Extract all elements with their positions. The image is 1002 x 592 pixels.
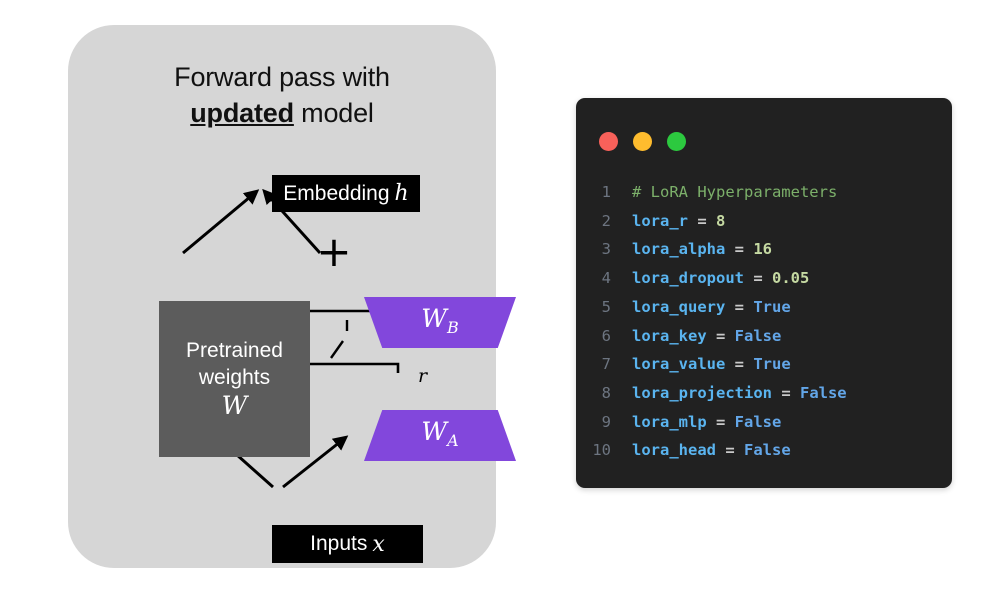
code-token-operator: = bbox=[716, 441, 744, 460]
code-token-identifier: lora_query bbox=[632, 297, 726, 316]
code-line[interactable]: 6 lora_key = False bbox=[576, 322, 952, 351]
code-token-boolean: False bbox=[734, 326, 782, 345]
plus-sign: + bbox=[316, 227, 352, 276]
code-line-text: lora_head = False bbox=[632, 436, 791, 465]
code-listing[interactable]: 1 # LoRA Hyperparameters 2 lora_r = 8 3 lora_… bbox=[576, 178, 952, 465]
code-token-boolean: True bbox=[753, 297, 791, 316]
code-token-boolean: True bbox=[753, 355, 791, 374]
rank-bracket-lower bbox=[294, 362, 400, 373]
inputs-variable: x bbox=[372, 531, 385, 557]
code-line[interactable]: 8 lora_projection = False bbox=[576, 379, 952, 408]
code-token-identifier: lora_key bbox=[632, 326, 707, 345]
window-titlebar bbox=[599, 132, 686, 151]
code-line-text: lora_value = True bbox=[632, 350, 791, 379]
diagram-title: Forward pass with updated model bbox=[68, 59, 496, 131]
adapter-matrix-a-label: WA bbox=[421, 419, 458, 453]
line-number: 2 bbox=[601, 211, 611, 230]
inputs-box: Inputs x bbox=[272, 525, 423, 563]
code-line-text: lora_alpha = 16 bbox=[632, 235, 772, 264]
adapter-matrix-b-label: WB bbox=[421, 306, 458, 340]
code-line[interactable]: 9 lora_mlp = False bbox=[576, 408, 952, 437]
close-window-icon[interactable] bbox=[599, 132, 618, 151]
pretrained-line1: Pretrained bbox=[186, 339, 283, 362]
adapter-a-sub: A bbox=[447, 430, 459, 450]
code-line[interactable]: 5 lora_query = True bbox=[576, 293, 952, 322]
code-line[interactable]: 4 lora_dropout = 0.05 bbox=[576, 264, 952, 293]
code-token-number: 8 bbox=[716, 211, 726, 230]
code-line-text: lora_query = True bbox=[632, 293, 791, 322]
minimize-window-icon[interactable] bbox=[633, 132, 652, 151]
line-number: 10 bbox=[592, 441, 611, 460]
rank-leader-lower bbox=[330, 340, 344, 359]
embedding-box: Embedding h bbox=[272, 175, 420, 212]
code-line-text: lora_mlp = False bbox=[632, 408, 781, 437]
code-line-text: lora_key = False bbox=[632, 322, 781, 351]
code-token-identifier: lora_head bbox=[632, 441, 716, 460]
code-token-comment: # LoRA Hyperparameters bbox=[632, 183, 838, 201]
code-token-identifier: lora_dropout bbox=[632, 269, 744, 288]
code-token-number: 0.05 bbox=[771, 269, 810, 288]
line-number: 4 bbox=[601, 269, 611, 288]
adapter-b-base: W bbox=[421, 303, 447, 333]
code-editor-card: 1 # LoRA Hyperparameters 2 lora_r = 8 3 lora_… bbox=[576, 98, 952, 488]
lora-diagram-panel: Forward pass with updated model Embeddin… bbox=[68, 25, 516, 568]
code-token-boolean: False bbox=[734, 412, 782, 431]
code-token-operator: = bbox=[725, 240, 754, 259]
line-number: 3 bbox=[601, 240, 611, 259]
code-token-operator: = bbox=[706, 412, 735, 431]
code-token-operator: = bbox=[743, 269, 772, 288]
code-line-text: lora_r = 8 bbox=[632, 207, 725, 236]
diagram-title-line1: Forward pass with bbox=[174, 62, 390, 92]
code-token-operator: = bbox=[688, 211, 716, 230]
embedding-variable: h bbox=[394, 181, 409, 206]
pretrained-variable: W bbox=[221, 391, 248, 420]
code-token-identifier: lora_alpha bbox=[632, 240, 726, 259]
arrow-pretrained-to-embedding bbox=[182, 189, 260, 255]
code-line-text: # LoRA Hyperparameters bbox=[632, 178, 837, 207]
code-token-identifier: lora_r bbox=[632, 211, 688, 230]
line-number: 5 bbox=[601, 297, 611, 316]
code-token-operator: = bbox=[725, 355, 754, 374]
maximize-window-icon[interactable] bbox=[667, 132, 686, 151]
adapter-matrix-b: WB bbox=[364, 297, 516, 348]
code-token-boolean: False bbox=[744, 441, 791, 460]
line-number: 9 bbox=[601, 412, 611, 431]
code-token-operator: = bbox=[771, 383, 800, 402]
code-line[interactable]: 3 lora_alpha = 16 bbox=[576, 235, 952, 264]
adapter-a-base: W bbox=[421, 416, 448, 446]
code-line[interactable]: 2 lora_r = 8 bbox=[576, 207, 952, 236]
code-token-number: 16 bbox=[753, 240, 772, 259]
rank-label: r bbox=[418, 365, 428, 387]
code-token-identifier: lora_projection bbox=[632, 383, 772, 402]
embedding-box-label: Embedding bbox=[283, 181, 390, 205]
code-token-boolean: False bbox=[799, 383, 847, 402]
adapter-matrix-a: WA bbox=[364, 410, 516, 461]
pretrained-weights-box: Pretrained weights W bbox=[159, 301, 310, 457]
code-line[interactable]: 10 lora_head = False bbox=[576, 436, 952, 465]
line-number: 6 bbox=[601, 326, 611, 345]
code-token-operator: = bbox=[706, 326, 735, 345]
diagram-title-line2-tail: model bbox=[293, 98, 374, 128]
code-token-identifier: lora_mlp bbox=[632, 412, 707, 431]
code-line[interactable]: 7 lora_value = True bbox=[576, 350, 952, 379]
line-number: 7 bbox=[601, 355, 611, 374]
code-token-identifier: lora_value bbox=[632, 355, 726, 374]
line-number: 8 bbox=[601, 383, 611, 402]
inputs-box-label: Inputs bbox=[310, 532, 368, 555]
line-number: 1 bbox=[601, 183, 611, 201]
diagram-title-emphasis: updated bbox=[190, 98, 294, 128]
code-line-text: lora_projection = False bbox=[632, 379, 847, 408]
pretrained-line2: weights bbox=[198, 366, 271, 389]
adapter-b-sub: B bbox=[446, 317, 459, 337]
code-line[interactable]: 1 # LoRA Hyperparameters bbox=[576, 178, 952, 207]
code-token-operator: = bbox=[725, 297, 754, 316]
code-line-text: lora_dropout = 0.05 bbox=[632, 264, 809, 293]
